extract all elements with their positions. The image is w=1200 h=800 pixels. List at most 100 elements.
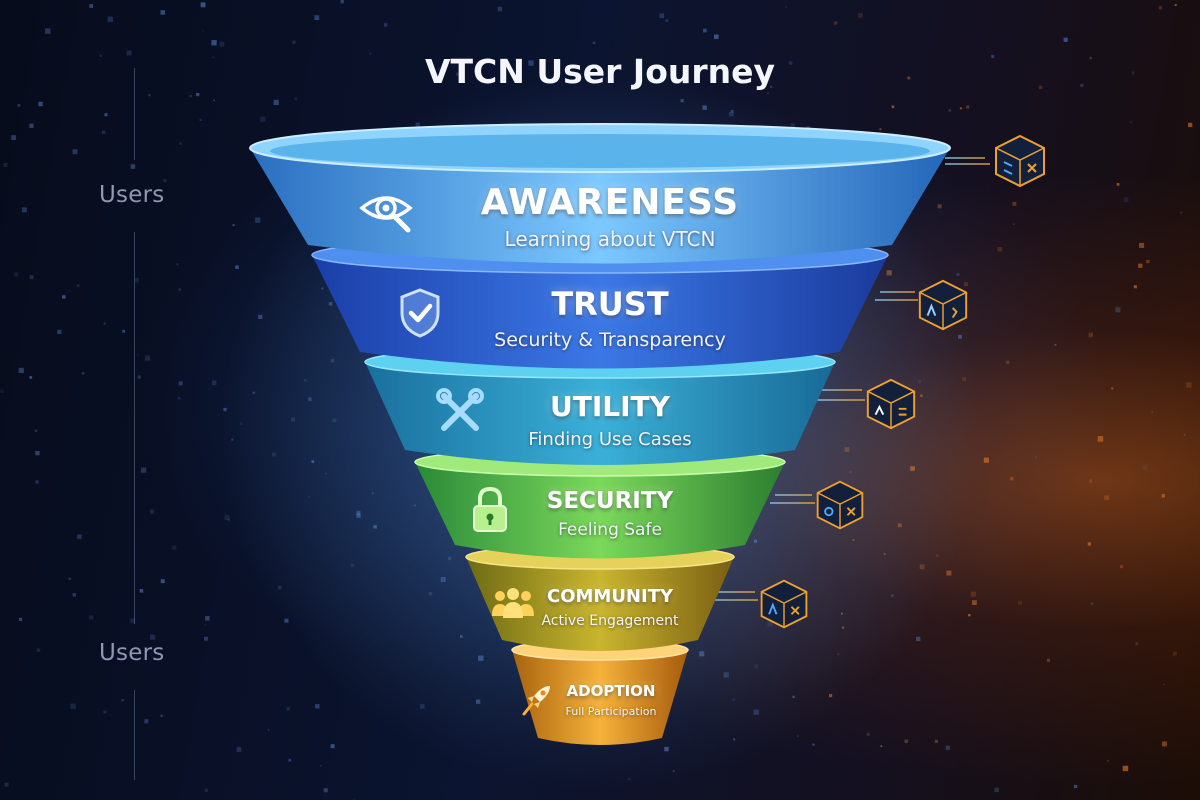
- background-particle: [103, 710, 107, 714]
- background-particle: [144, 355, 151, 361]
- background-particle: [994, 787, 999, 793]
- background-particle: [62, 295, 66, 299]
- background-particle: [1129, 120, 1132, 124]
- background-particle: [880, 745, 883, 747]
- stage-utility: UTILITY Finding Use Cases: [0, 390, 1200, 450]
- background-particle: [140, 467, 147, 473]
- background-particle: [1116, 183, 1120, 186]
- background-particle: [179, 142, 182, 145]
- background-particle: [1123, 197, 1129, 202]
- background-particle: [232, 224, 235, 227]
- blockchain-cube-icon: [816, 480, 864, 530]
- stage-subtitle-security: Feeling Safe: [558, 520, 662, 540]
- background-particle: [1111, 387, 1114, 390]
- background-particle: [1038, 85, 1043, 90]
- background-particle: [946, 570, 952, 576]
- background-particle: [320, 765, 322, 767]
- background-particle: [991, 54, 995, 59]
- background-particle: [1158, 6, 1162, 10]
- background-particle: [77, 534, 82, 539]
- background-particle: [236, 747, 242, 752]
- background-particle: [130, 164, 136, 169]
- background-particle: [1012, 201, 1017, 206]
- background-particle: [172, 545, 177, 550]
- stage-subtitle-community: Active Engagement: [541, 613, 679, 629]
- background-particle: [1142, 465, 1148, 471]
- background-particle: [1172, 651, 1177, 656]
- connector-line-3: [815, 389, 865, 401]
- blockchain-cube-icon: [866, 378, 916, 430]
- background-particle: [204, 636, 208, 641]
- background-particle: [103, 322, 106, 325]
- background-particle: [891, 105, 895, 109]
- background-particle: [665, 19, 669, 23]
- background-particle: [70, 703, 76, 709]
- side-line-bottom: [134, 690, 135, 780]
- background-particle: [36, 648, 41, 652]
- background-particle: [833, 21, 838, 25]
- background-particle: [1074, 784, 1078, 789]
- background-particle: [57, 329, 62, 334]
- background-particle: [659, 13, 664, 18]
- side-label-users-bottom: Users: [99, 640, 165, 666]
- background-particle: [160, 10, 165, 15]
- background-particle: [178, 381, 183, 386]
- background-particle: [177, 396, 181, 400]
- stage-trust: TRUST Security & Transparency: [0, 285, 1200, 351]
- background-particle: [38, 101, 43, 107]
- funnel-band-awareness: [249, 123, 951, 264]
- background-particle: [1006, 360, 1010, 364]
- background-particle: [1107, 760, 1109, 762]
- stage-community: COMMUNITY Active Engagement: [0, 586, 1200, 629]
- background-particle: [907, 76, 911, 80]
- background-particle: [189, 94, 192, 98]
- background-particle: [139, 589, 144, 593]
- background-particle: [968, 614, 971, 617]
- background-particle: [288, 759, 292, 762]
- background-particle: [983, 457, 989, 463]
- background-particle: [1186, 382, 1192, 388]
- background-particle: [437, 67, 441, 71]
- stage-title-utility: UTILITY: [550, 390, 670, 423]
- background-particle: [204, 623, 207, 626]
- background-particle: [1104, 495, 1109, 501]
- background-particle: [1063, 37, 1068, 42]
- background-particle: [1091, 602, 1094, 605]
- background-particle: [150, 634, 156, 640]
- background-particle: [703, 28, 707, 33]
- background-particle: [1089, 479, 1093, 483]
- connector-line-1: [945, 157, 990, 165]
- background-particle: [211, 40, 217, 46]
- background-particle: [1162, 741, 1167, 747]
- background-particle: [788, 61, 793, 65]
- background-particle: [1012, 223, 1015, 225]
- background-particle: [1088, 332, 1093, 338]
- connector-line-4: [770, 494, 815, 504]
- stage-subtitle-awareness: Learning about VTCN: [504, 227, 716, 251]
- background-particle: [1183, 434, 1186, 436]
- background-particle: [35, 451, 40, 456]
- background-particle: [315, 704, 320, 709]
- stage-title-community: COMMUNITY: [546, 586, 674, 607]
- background-particle: [104, 113, 108, 117]
- background-particle: [766, 91, 770, 95]
- background-particle: [72, 593, 76, 597]
- background-particle: [934, 739, 938, 743]
- background-particle: [1161, 494, 1165, 498]
- background-particle: [212, 380, 217, 385]
- background-particle: [224, 514, 230, 521]
- background-particle: [199, 118, 202, 121]
- background-particle: [456, 72, 460, 76]
- connector-lines: [710, 157, 990, 601]
- background-particle: [1180, 211, 1183, 214]
- background-particle: [945, 745, 950, 750]
- background-particle: [3, 162, 8, 167]
- background-particle: [997, 247, 1003, 252]
- background-particle: [1163, 683, 1165, 686]
- people-icon: [492, 588, 534, 618]
- background-particle: [213, 99, 215, 102]
- background-particle: [292, 40, 296, 44]
- background-particle: [89, 615, 94, 620]
- background-particle: [72, 149, 78, 155]
- background-particle: [163, 179, 167, 183]
